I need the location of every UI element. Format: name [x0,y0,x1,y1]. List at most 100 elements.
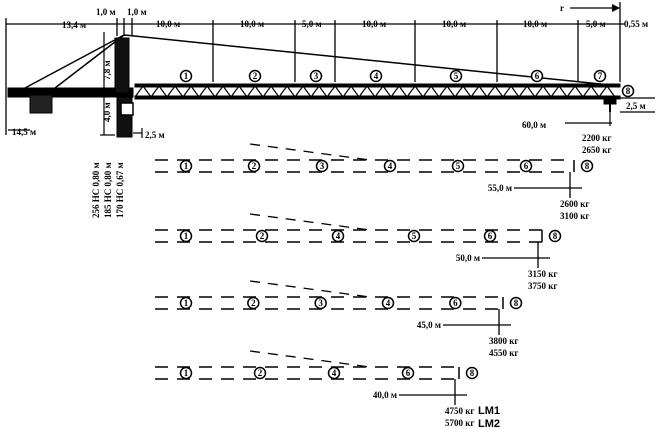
section-1-label: 1 [184,231,189,241]
config-load-lm1: 3150 кг [528,269,558,279]
dim-base: 2,5 м [145,130,165,140]
section-5-label: 5 [456,161,461,171]
section-3 [314,296,327,310]
jib-bottom-chord [134,95,621,100]
section-6-label: 6 [406,368,411,378]
section-1 [179,366,193,380]
section-8-label: 8 [514,298,519,308]
main-jib-load-lm2: 2650 кг [582,145,612,155]
legend-lm2: LM2 [478,418,500,429]
section-6 [483,229,497,243]
tower-type-3: 170 HC 0,67 м [115,162,125,218]
section-1-label: 1 [184,368,189,378]
main-jib-load-lm1: 2200 кг [582,133,612,143]
section-5 [451,159,465,173]
section-4-label: 4 [388,161,393,171]
tower-head [114,37,130,94]
section-5-label: 5 [412,231,417,241]
section-8 [465,366,479,380]
section-6 [401,366,415,380]
radius-symbol: r [560,3,564,13]
dim-seg7: 5,0 м [586,19,606,29]
section-6 [449,296,462,310]
section-2-label: 2 [258,368,263,378]
section-5 [407,229,421,243]
dim-seg1: 10,0 м [156,19,180,29]
section-8 [580,159,594,173]
dim-head-right: 1,0 м [127,7,147,17]
section-1-label: 1 [184,298,189,308]
dim-seg2: 10,0 м [240,19,264,29]
dim-seg3: 5,0 м [302,19,322,29]
section-3-label: 3 [318,298,323,308]
main-jib-section-2-label: 2 [253,71,258,81]
dim-hook-offset: 2,5 м [626,101,646,111]
legend-lm1: LM1 [478,405,500,417]
main-jib-section-4-label: 4 [374,71,379,81]
main-jib-section-7 [593,69,607,83]
main-jib-section-4 [369,69,383,83]
section-4-label: 4 [336,231,341,241]
side-dimensions [8,32,655,138]
config-load-lm1: 4750 кг [445,406,475,416]
dim-tower-lower: 4,0 м [102,102,112,122]
operator-cab [120,102,134,116]
config-load-lm1: 2600 кг [560,199,590,209]
main-jib-section-1 [179,69,193,83]
dim-tail-radius: 14,5 м [12,127,36,137]
section-1 [179,296,193,310]
config-length: 40,0 м [373,390,397,400]
config-load-lm2: 3750 кг [528,281,558,291]
tie-line [249,350,371,368]
section-4 [381,296,395,310]
main-jib-section-6 [530,69,544,83]
section-8-label: 8 [585,161,590,171]
config-load-lm2: 4550 кг [489,348,519,358]
tie-line [249,143,371,161]
tower-type-1: 256 HC 0,80 м [91,162,101,218]
main-jib-section-1-label: 1 [184,71,189,81]
section-2-label: 2 [251,298,256,308]
tower-type-2: 185 HC 0,80 м [103,162,113,218]
dim-tower-top: 7,8 м [102,60,112,80]
main-jib-section-2 [248,69,262,83]
section-2 [255,229,269,243]
section-6-label: 6 [488,231,493,241]
counter-jib-tie-outer [24,34,125,89]
section-2 [253,366,267,380]
main-jib-section-8-label: 8 [626,86,631,96]
main-jib-section-7-label: 7 [598,71,603,81]
config-length: 55,0 м [488,183,512,193]
main-jib-section-5 [449,69,463,83]
jib-lacing [134,84,616,99]
dim-end: 0,55 м [624,19,648,29]
section-8-label: 8 [553,231,558,241]
section-6-label: 6 [453,298,458,308]
section-1 [179,229,193,243]
section-4 [383,159,397,173]
main-jib-section-8 [621,84,635,98]
section-2-label: 2 [260,231,265,241]
section-2 [247,296,260,310]
dim-seg6: 10,0 м [523,19,547,29]
main-jib-length: 60,0 м [522,120,546,130]
counter-jib [7,87,134,98]
section-3 [315,159,329,173]
section-8-label: 8 [470,368,475,378]
config-load-lm1: 3800 кг [489,336,519,346]
section-2 [247,159,261,173]
section-6 [519,159,533,173]
section-8 [509,296,523,310]
main-jib-section-5-label: 5 [454,71,459,81]
dim-seg4: 10,0 м [362,19,386,29]
main-jib-section-3-label: 3 [314,71,319,81]
section-4 [331,229,345,243]
dim-seg5: 10,0 м [442,19,466,29]
config-load-lm2: 5700 кг [445,418,475,428]
